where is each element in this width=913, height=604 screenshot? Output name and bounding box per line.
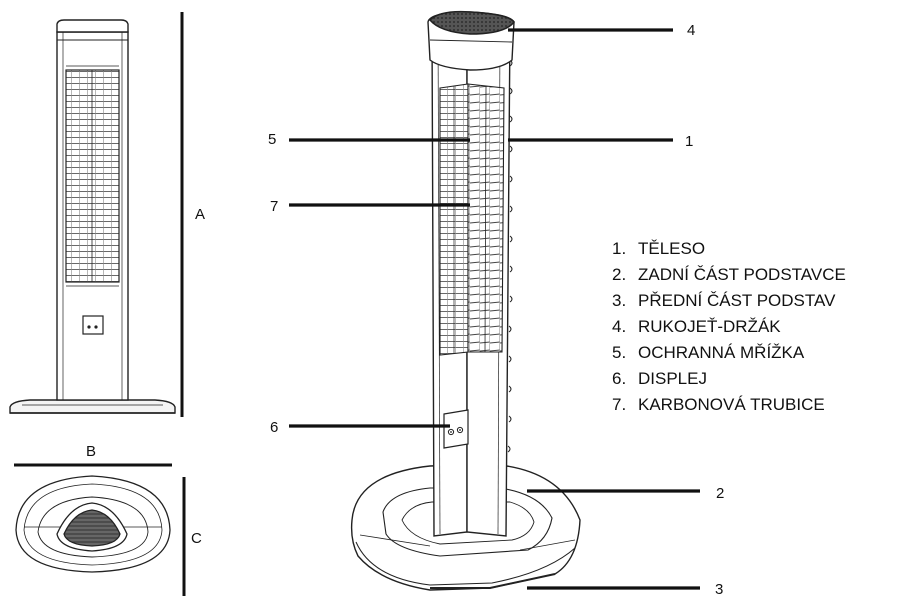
legend-number: 7. <box>612 395 627 414</box>
dimension-a-label: A <box>195 206 205 223</box>
legend-item: 1. TĚLESO <box>612 236 846 262</box>
legend-text: PŘEDNÍ ČÁST PODSTAV <box>638 291 836 310</box>
legend-item: 7. KARBONOVÁ TRUBICE <box>612 392 846 418</box>
legend-number: 6. <box>612 369 627 388</box>
legend-text: KARBONOVÁ TRUBICE <box>638 395 825 414</box>
perspective-view <box>350 10 581 591</box>
callout-number-2: 2 <box>716 485 724 502</box>
callout-number-5: 5 <box>268 131 276 148</box>
legend-text: TĚLESO <box>638 239 706 258</box>
callout-number-1: 1 <box>685 133 693 150</box>
legend-number: 3. <box>612 291 627 310</box>
legend-text: RUKOJEŤ-DRŽÁK <box>638 317 781 336</box>
legend-text: ZADNÍ ČÁST PODSTAVCE <box>638 265 846 284</box>
legend-text: OCHRANNÁ MŘÍŽKA <box>638 343 805 362</box>
legend-number: 5. <box>612 343 627 362</box>
callout-number-4: 4 <box>687 22 695 39</box>
callout-number-3: 3 <box>715 581 723 598</box>
legend-number: 4. <box>612 317 627 336</box>
legend-item: 6. DISPLEJ <box>612 366 846 392</box>
callout-number-6: 6 <box>270 419 278 436</box>
callout-lines <box>289 28 700 590</box>
parts-legend: 1. TĚLESO 2. ZADNÍ ČÁST PODSTAVCE 3. PŘEDNÍ… <box>612 236 846 418</box>
legend-item: 4. RUKOJEŤ-DRŽÁK <box>612 314 846 340</box>
front-view <box>9 19 176 414</box>
legend-item: 5. OCHRANNÁ MŘÍŽKA <box>612 340 846 366</box>
callout-number-7: 7 <box>270 198 278 215</box>
legend-number: 1. <box>612 239 627 258</box>
legend-item: 2. ZADNÍ ČÁST PODSTAVCE <box>612 262 846 288</box>
dimension-b-label: B <box>86 443 96 460</box>
legend-number: 2. <box>612 265 627 284</box>
legend-text: DISPLEJ <box>638 369 707 388</box>
dimension-c-label: C <box>191 530 202 547</box>
legend-item: 3. PŘEDNÍ ČÁST PODSTAV <box>612 288 846 314</box>
top-view <box>15 475 171 573</box>
